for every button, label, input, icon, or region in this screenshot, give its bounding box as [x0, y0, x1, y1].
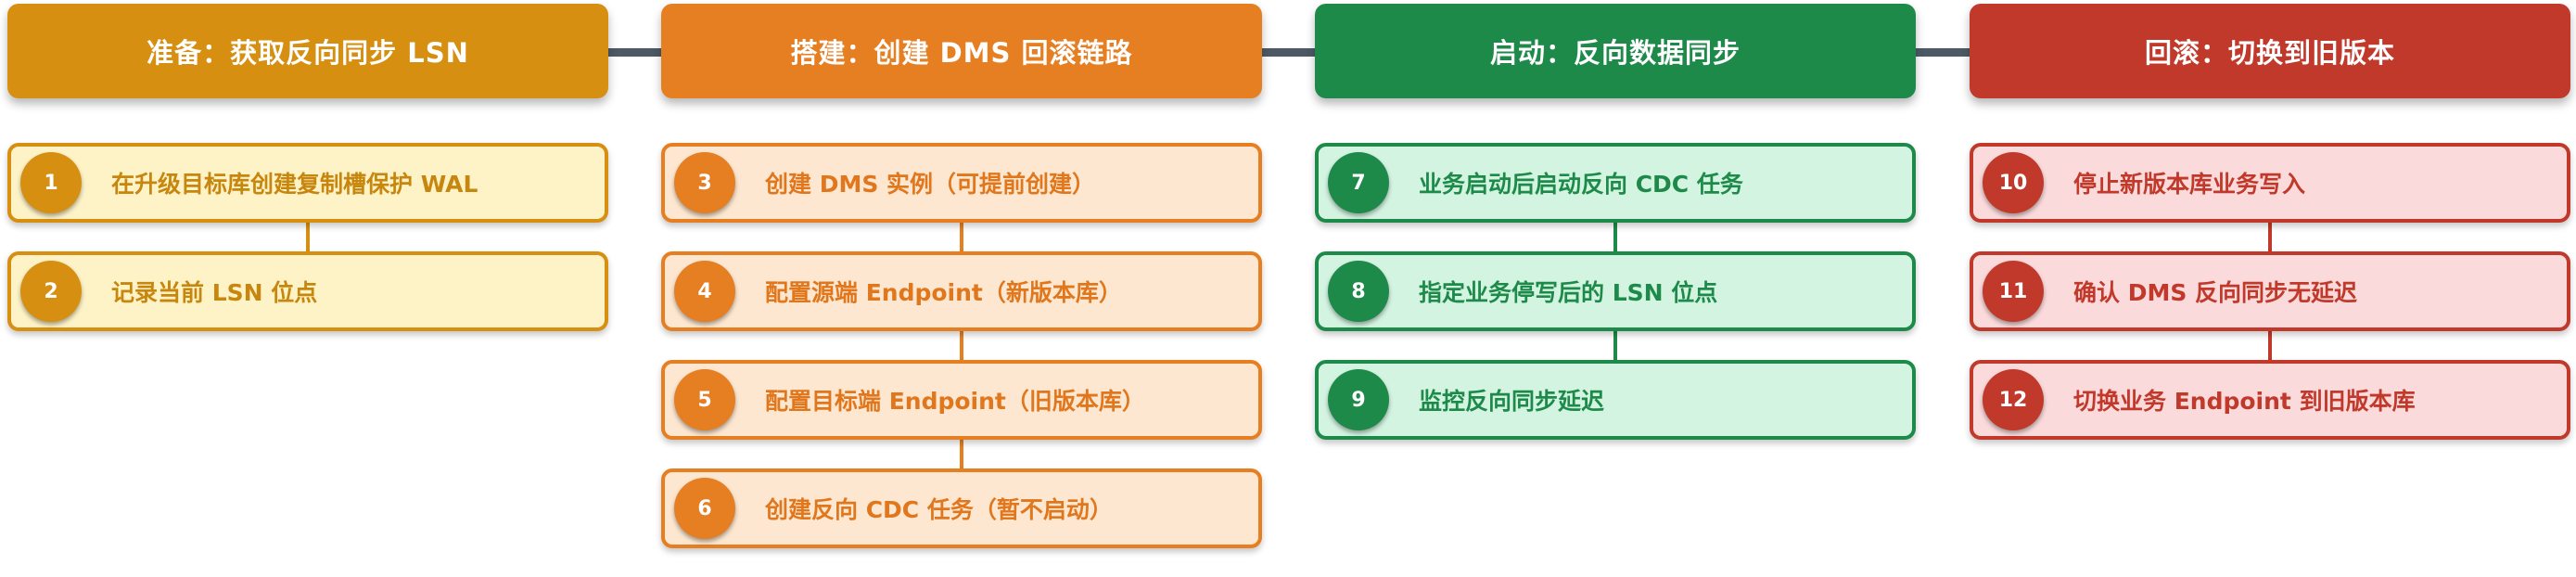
step-label: 创建反向 CDC 任务（暂不启动）: [765, 496, 1113, 523]
step-number-badge: 2: [20, 261, 82, 322]
phase-header: 启动：反向数据同步: [1315, 4, 1916, 98]
phase-connector: [1258, 48, 1319, 57]
step-number-badge: 6: [674, 478, 735, 539]
step-connector-line: [960, 180, 963, 506]
phase-connector: [605, 48, 665, 57]
phase-header: 搭建：创建 DMS 回滚链路: [661, 4, 1262, 98]
step-number-badge: 3: [674, 152, 735, 213]
step-connector-line: [306, 180, 310, 288]
phase-steps: 7 业务启动后启动反向 CDC 任务 8 指定业务停写后的 LSN 位点 9 监控反向同步…: [1315, 143, 1916, 440]
step-box: 1 在升级目标库创建复制槽保护 WAL: [7, 143, 608, 223]
step-box: 5 配置目标端 Endpoint（旧版本库）: [661, 360, 1262, 440]
step-number-badge: 12: [1983, 369, 2044, 430]
step-label: 业务启动后启动反向 CDC 任务: [1419, 171, 1743, 198]
phase-column: 搭建：创建 DMS 回滚链路 3 创建 DMS 实例（可提前创建） 4 配置源端 End…: [661, 4, 1262, 577]
step-box: 2 记录当前 LSN 位点: [7, 251, 608, 331]
step-label: 停止新版本库业务写入: [2073, 171, 2306, 198]
phase-column: 准备：获取反向同步 LSN 1 在升级目标库创建复制槽保护 WAL 2 记录当前 LSN…: [7, 4, 608, 360]
step-label: 创建 DMS 实例（可提前创建）: [765, 171, 1096, 198]
step-label: 配置源端 Endpoint（新版本库）: [765, 279, 1122, 306]
step-number-badge: 8: [1328, 261, 1389, 322]
step-number-badge: 7: [1328, 152, 1389, 213]
step-label: 确认 DMS 反向同步无延迟: [2073, 279, 2358, 306]
step-number-badge: 10: [1983, 152, 2044, 213]
step-box: 9 监控反向同步延迟: [1315, 360, 1916, 440]
step-label: 在升级目标库创建复制槽保护 WAL: [111, 171, 478, 198]
phase-connector: [1912, 48, 1973, 57]
step-label: 切换业务 Endpoint 到旧版本库: [2073, 388, 2416, 415]
step-box: 12 切换业务 Endpoint 到旧版本库: [1970, 360, 2570, 440]
step-label: 指定业务停写后的 LSN 位点: [1419, 279, 1718, 306]
step-box: 6 创建反向 CDC 任务（暂不启动）: [661, 468, 1262, 548]
step-number-badge: 4: [674, 261, 735, 322]
step-number-badge: 1: [20, 152, 82, 213]
phase-steps: 1 在升级目标库创建复制槽保护 WAL 2 记录当前 LSN 位点: [7, 143, 608, 331]
step-box: 11 确认 DMS 反向同步无延迟: [1970, 251, 2570, 331]
step-number-badge: 9: [1328, 369, 1389, 430]
phase-steps: 3 创建 DMS 实例（可提前创建） 4 配置源端 Endpoint（新版本库） 5 配置…: [661, 143, 1262, 548]
step-box: 3 创建 DMS 实例（可提前创建）: [661, 143, 1262, 223]
phase-column: 启动：反向数据同步 7 业务启动后启动反向 CDC 任务 8 指定业务停写后的 LSN …: [1315, 4, 1916, 468]
step-number-badge: 5: [674, 369, 735, 430]
step-label: 配置目标端 Endpoint（旧版本库）: [765, 388, 1145, 415]
step-box: 8 指定业务停写后的 LSN 位点: [1315, 251, 1916, 331]
phase-header: 回滚：切换到旧版本: [1970, 4, 2570, 98]
step-box: 4 配置源端 Endpoint（新版本库）: [661, 251, 1262, 331]
phase-header: 准备：获取反向同步 LSN: [7, 4, 608, 98]
step-box: 7 业务启动后启动反向 CDC 任务: [1315, 143, 1916, 223]
step-label: 记录当前 LSN 位点: [111, 279, 318, 306]
step-number-badge: 11: [1983, 261, 2044, 322]
step-label: 监控反向同步延迟: [1419, 388, 1605, 415]
phase-steps: 10 停止新版本库业务写入 11 确认 DMS 反向同步无延迟 12 切换业务 Endpo…: [1970, 143, 2570, 440]
phase-column: 回滚：切换到旧版本 10 停止新版本库业务写入 11 确认 DMS 反向同步无延迟 12 切…: [1970, 4, 2570, 468]
step-box: 10 停止新版本库业务写入: [1970, 143, 2570, 223]
